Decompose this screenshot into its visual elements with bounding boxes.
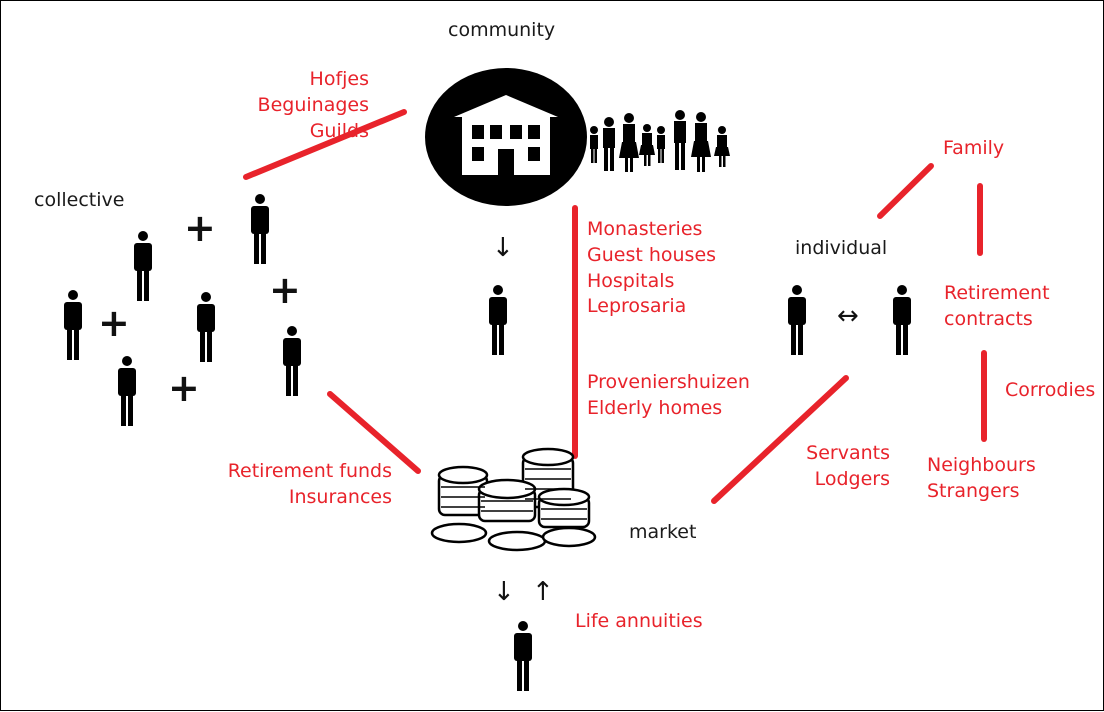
- line-individual-family: [877, 163, 934, 219]
- node-market: market: [629, 521, 697, 543]
- person-icon: [788, 285, 806, 355]
- person-icon: [64, 290, 82, 360]
- arrow-exchange: ↔: [837, 301, 859, 331]
- person-icon: [283, 326, 301, 396]
- label-hofjes-group: Hofjes Beguinages Guilds: [258, 67, 369, 144]
- label-beguinages: Beguinages: [257, 93, 369, 116]
- label-institutions-2: Proveniershuizen Elderly homes: [587, 371, 750, 419]
- label-life-annuities: Life annuities: [575, 610, 703, 632]
- family-icon: [590, 110, 730, 172]
- arrow-down: ↓: [493, 577, 515, 607]
- coins-icon: [430, 447, 597, 552]
- person-icon: [118, 356, 136, 426]
- person-icon: [514, 621, 532, 691]
- plus-sign: +: [168, 366, 200, 410]
- label-neighbours-strangers: Neighbours Strangers: [927, 454, 1036, 502]
- label-guilds: Guilds: [309, 119, 369, 142]
- label-institutions-1: Monasteries Guest houses Hospitals Lepro…: [587, 218, 717, 318]
- node-community: community: [448, 19, 556, 41]
- person-icon: [489, 285, 507, 355]
- person-icon: [134, 231, 152, 301]
- person-icon: [197, 292, 215, 362]
- label-funds-insurances: Retirement funds Insurances: [227, 460, 392, 508]
- plus-sign: +: [184, 206, 216, 250]
- label-hofjes: Hofjes: [309, 68, 369, 90]
- person-icon: [251, 194, 269, 264]
- label-servants-lodgers: Servants Lodgers: [806, 442, 890, 490]
- arrow-up: ↑: [532, 577, 554, 607]
- plus-sign: +: [98, 301, 130, 345]
- person-icon: [893, 285, 911, 355]
- node-individual: individual: [795, 237, 888, 259]
- label-retirement-contracts: Retirement contracts: [944, 282, 1050, 330]
- line-community-collective: [243, 109, 407, 180]
- house-icon: [425, 68, 587, 206]
- line-collective-market: [327, 391, 421, 474]
- label-corrodies: Corrodies: [1005, 379, 1096, 401]
- label-family: Family: [943, 137, 1005, 159]
- plus-sign: +: [269, 268, 301, 312]
- arrow-down: ↓: [492, 233, 514, 263]
- line-individual-market: [711, 375, 849, 504]
- node-collective: collective: [34, 189, 125, 211]
